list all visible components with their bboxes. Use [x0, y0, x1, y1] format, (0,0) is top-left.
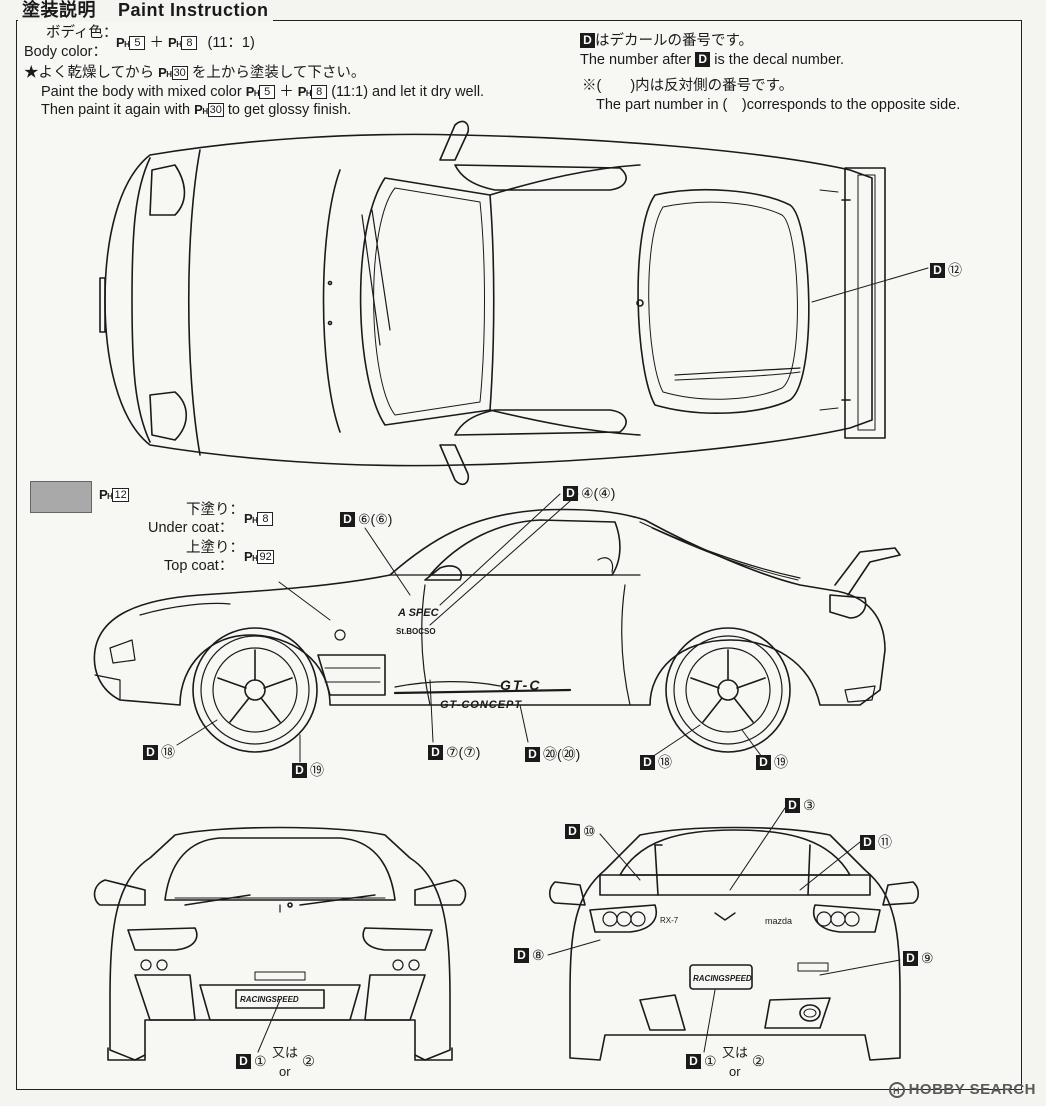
- opposite-note-jp: ※( )内は反対側の番号です。: [582, 78, 794, 94]
- rear-view-car: [548, 826, 920, 1061]
- gt-concept-decal: GT-CONCEPT: [440, 699, 523, 711]
- rear-plate: RACINGSPEED: [693, 974, 752, 983]
- watermark: H HOBBY SEARCH: [888, 1081, 1036, 1098]
- opposite-note-en: The part number in ( )corresponds to the…: [596, 97, 961, 113]
- callout-front-d2: ②: [302, 1054, 315, 1070]
- decal-note-en: The number after D is the decal number.: [580, 52, 845, 68]
- top-view-car: [99, 120, 886, 486]
- under-coat-jp: 下塗り：: [186, 502, 244, 518]
- body-color-label-jp: ボディ色：: [46, 25, 118, 41]
- sport-decal: St.BOCSO: [396, 627, 436, 636]
- front-plate: RACINGSPEED: [240, 995, 299, 1004]
- top-coat-jp: 上塗り：: [186, 540, 244, 556]
- side-view-car: [93, 508, 901, 753]
- front-or-jp: 又は: [272, 1045, 299, 1060]
- decal-badge-icon: D: [580, 33, 595, 48]
- paint-code-prefix: PH: [116, 35, 130, 50]
- rear-wheel: [665, 627, 791, 753]
- hobby-search-logo-icon: H: [888, 1081, 905, 1098]
- rx7-badge: RX-7: [660, 916, 679, 925]
- top-coat-en: Top coat：: [164, 558, 234, 574]
- rear-or-en: or: [729, 1064, 741, 1079]
- aspec-decal: A SPEC: [398, 607, 439, 619]
- rear-or-jp: 又は: [722, 1045, 749, 1060]
- body-color-label-en: Body color：: [24, 44, 108, 60]
- gtc-logo-decal: GT-C: [500, 677, 542, 693]
- front-view-car: [93, 826, 467, 1061]
- front-wheel: [192, 627, 318, 753]
- leader-lines: [176, 267, 929, 1053]
- color-swatch: [30, 481, 92, 513]
- mazda-badge: mazda: [765, 916, 793, 926]
- under-coat-en: Under coat：: [148, 520, 234, 536]
- front-or-en: or: [279, 1064, 291, 1079]
- callout-rear-d2: ②: [752, 1054, 765, 1070]
